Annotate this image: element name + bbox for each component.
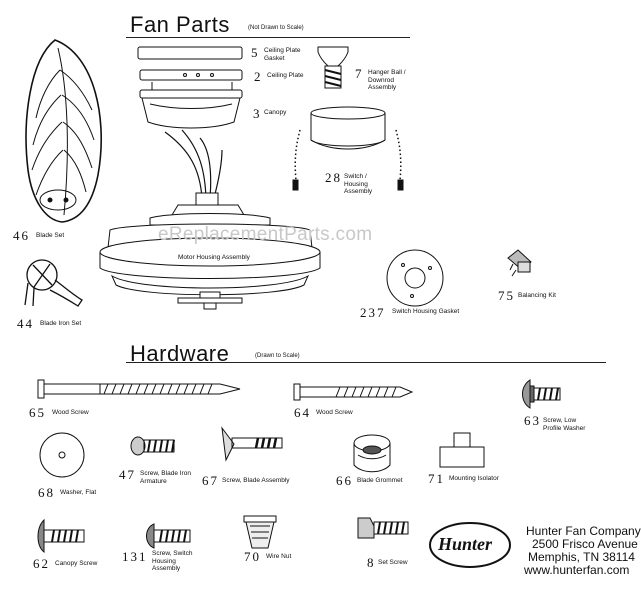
part-num-7: 7 [355, 66, 364, 81]
hw-label-64: Wood Screw [316, 409, 353, 416]
balancing-kit-drawing [507, 249, 532, 277]
grommet-66-drawing [353, 434, 391, 473]
hw-label-47: Screw, Blade Iron Armature [140, 470, 191, 485]
hw-num-64: 64 [294, 405, 311, 420]
hw-num-70: 70 [244, 549, 261, 564]
company-address1: 2500 Frisco Avenue [532, 537, 638, 551]
motor-housing-drawing [99, 129, 321, 310]
parts-diagram [24, 39, 561, 568]
part-label-237: Switch Housing Gasket [392, 308, 460, 315]
hw-num-71: 71 [428, 471, 445, 486]
part-label-28: Switch / Housing Assembly [344, 173, 373, 195]
part-label-7: Hanger Ball / Downrod Assembly [368, 69, 406, 91]
part-label-46: Blade Set [36, 232, 65, 239]
blade-drawing [25, 39, 102, 223]
hw-label-67: Screw, Blade Assembly [222, 477, 290, 484]
company-name: Hunter Fan Company [526, 524, 641, 538]
part-num-44: 44 [17, 316, 34, 331]
wood-screw-64-drawing [293, 383, 414, 401]
part-label-3: Canopy [264, 109, 287, 116]
watermark: eReplacementParts.com [158, 224, 373, 245]
part-num-2: 2 [254, 69, 263, 84]
hw-label-71: Mounting Isolator [449, 475, 499, 482]
hardware-title: Hardware [130, 341, 230, 366]
wood-screw-65-drawing [37, 379, 241, 399]
screw-62-drawing [37, 518, 85, 554]
ceiling-plate-drawing [139, 69, 243, 81]
hw-label-65: Wood Screw [52, 409, 89, 416]
hardware-note: (Drawn to Scale) [255, 353, 300, 359]
part-label-2: Ceiling Plate [267, 72, 304, 79]
gasket-drawing [137, 46, 243, 60]
hardware-rule [126, 362, 606, 363]
company-address2: Memphis, TN 38114 [528, 550, 635, 564]
blade-iron-drawing [24, 259, 83, 307]
hw-label-131: Screw, Switch Housing Assembly [152, 550, 193, 572]
housing-gasket-drawing [386, 249, 444, 307]
part-label-5: Ceiling Plate Gasket [264, 47, 301, 62]
hunter-logo-oval [429, 522, 511, 568]
screw-131-drawing [146, 523, 191, 549]
hw-num-63: 63 [524, 413, 541, 428]
hw-num-62: 62 [33, 556, 50, 571]
fan-parts-title: Fan Parts [130, 12, 230, 37]
screw-67-drawing [221, 426, 283, 462]
part-num-28: 28 [325, 170, 342, 185]
screw-63-drawing [522, 379, 561, 409]
set-screw-8-drawing [357, 517, 409, 539]
part-num-5: 5 [251, 45, 260, 60]
hw-label-70: Wire Nut [266, 553, 292, 560]
fan-parts-note: (Not Drawn to Scale) [248, 25, 304, 31]
canopy-drawing [139, 82, 243, 129]
part-label-75: Balancing Kit [518, 292, 556, 299]
hw-label-8: Set Screw [378, 559, 408, 566]
part-num-46: 46 [13, 228, 30, 243]
hw-label-62: Canopy Screw [55, 560, 98, 567]
part-label-44: Blade Iron Set [40, 320, 82, 327]
hw-label-63: Screw, Low Profile Washer [543, 417, 586, 432]
downrod-drawing [317, 46, 349, 89]
hw-num-68: 68 [38, 485, 55, 500]
hw-num-131: 131 [122, 549, 148, 564]
hw-num-67: 67 [202, 473, 219, 488]
screw-47-drawing [130, 436, 175, 456]
wire-nut-70-drawing [243, 515, 277, 549]
isolator-71-drawing [439, 432, 485, 468]
hw-label-66: Blade Grommet [357, 477, 403, 484]
part-num-237: 237 [360, 305, 386, 320]
hw-label-68: Washer, Flat [60, 489, 97, 496]
hunter-logo: Hunter [438, 534, 493, 554]
part-num-75: 75 [498, 288, 515, 303]
washer-68-drawing [39, 432, 85, 478]
hw-num-8: 8 [367, 555, 376, 570]
hw-num-66: 66 [336, 473, 353, 488]
fan-parts-rule [126, 37, 410, 38]
part-num-3: 3 [253, 106, 262, 121]
hw-num-47: 47 [119, 467, 136, 482]
company-web[interactable]: www.hunterfan.com [524, 563, 630, 577]
hw-num-65: 65 [29, 405, 46, 420]
part-label-motor-housing: Motor Housing Assembly [178, 254, 250, 261]
switch-housing-drawing [292, 106, 404, 191]
